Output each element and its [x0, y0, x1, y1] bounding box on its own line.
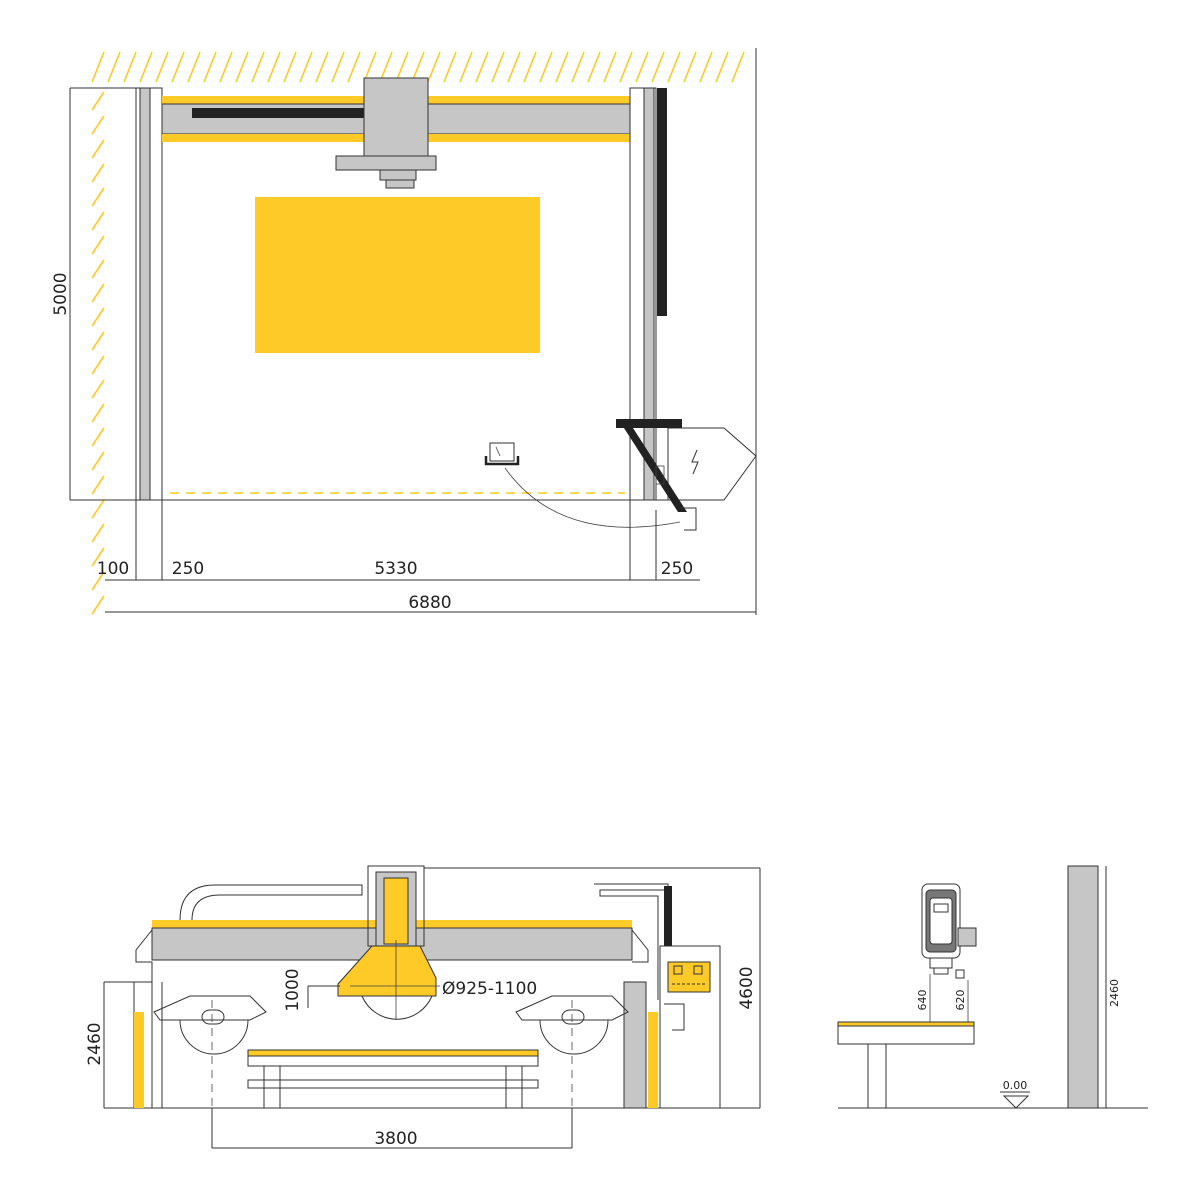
front-right-leg [623, 981, 647, 1109]
front-dim-height-total: 4600 [737, 966, 757, 1009]
front-left-leg-guard [134, 1012, 144, 1108]
plan-carriage [363, 77, 429, 157]
plan-view: 5000 100 250 5330 250 6880 [51, 48, 757, 615]
plan-cable-track [192, 108, 378, 118]
front-cable-track [664, 886, 672, 946]
side-wall [1067, 865, 1099, 1109]
wall-hatch-top [91, 51, 745, 83]
plan-right-cable-track [657, 88, 667, 316]
front-view: 4600 2460 1000 Ø925-1100 3800 [85, 865, 761, 1149]
front-blade-guard [337, 945, 437, 997]
electric-hazard-icon [691, 449, 699, 475]
side-view: 640 620 2460 0.00 [837, 865, 1148, 1109]
plan-work-table [255, 197, 540, 353]
plan-electrical-cabinet [667, 427, 757, 501]
plan-control-arm [624, 428, 687, 512]
side-floor-level: 0.00 [1003, 1079, 1028, 1092]
plan-swing-arc [504, 467, 681, 528]
side-work-table-top [837, 1021, 975, 1027]
front-dim-rail-spacing: 3800 [374, 1129, 417, 1149]
plan-dim-total-width: 6880 [408, 593, 451, 613]
plan-dim-left-column: 250 [172, 559, 204, 579]
side-dim-head-to-table: 640 [916, 990, 929, 1011]
floor-level-marker-icon [1002, 1095, 1030, 1109]
front-work-table-top [247, 1049, 539, 1057]
wall-hatch-left [91, 91, 105, 615]
front-control-panel [667, 961, 711, 993]
front-dim-head-stroke: 1000 [283, 968, 303, 1011]
plan-dim-right-column: 250 [661, 559, 693, 579]
plan-remote-console [489, 442, 515, 462]
side-dim-wall-height: 2460 [1108, 979, 1121, 1007]
front-dim-blade-diameter: Ø925-1100 [442, 979, 537, 999]
plan-dim-length: 5000 [51, 272, 71, 315]
plan-dim-wall-gap: 100 [97, 559, 129, 579]
front-dim-table-height: 2460 [85, 1022, 105, 1065]
side-dim-tool-to-table: 620 [954, 990, 967, 1011]
plan-dim-span: 5330 [374, 559, 417, 579]
